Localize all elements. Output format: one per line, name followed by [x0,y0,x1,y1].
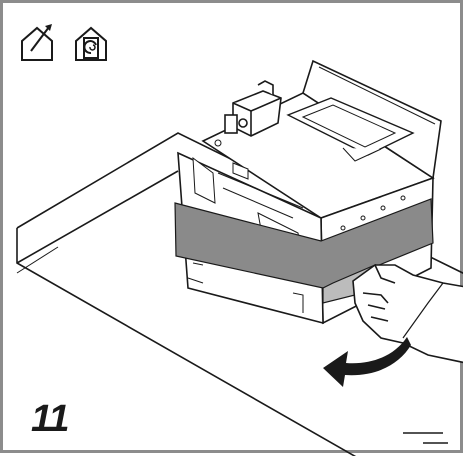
hood-unpacking-illustration [16,59,463,456]
pull-direction-arrow [323,337,411,387]
house-with-recirculation-icon [75,26,107,61]
step-number: 11 [31,398,69,440]
motor-unit [224,80,282,137]
hand-peeling-tape [352,264,463,364]
duct-opening [286,97,415,162]
house-with-duct-extraction-icon [21,24,53,61]
